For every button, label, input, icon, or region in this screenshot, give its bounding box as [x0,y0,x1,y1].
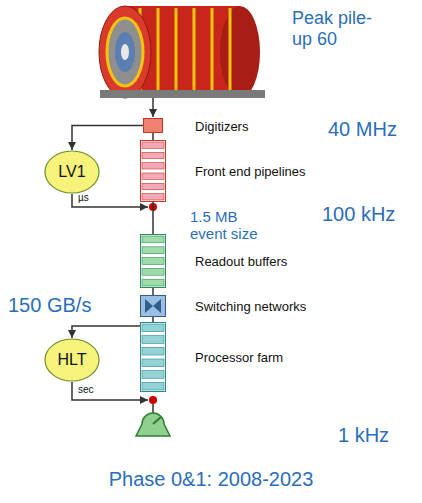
rate-note: 100 kHz [322,203,395,226]
trigger-dot [149,396,157,404]
node-outline [140,234,166,288]
rate-note: 150 GB/s [8,294,91,317]
data-flow-line [72,126,143,151]
rate-note: 1 kHz [338,424,389,447]
latency-note: sec [78,384,94,396]
pipeline-stack: Front end pipelines [140,140,166,202]
latency-note: µs [78,192,89,204]
node-outline [143,118,163,133]
trigger-name: LV1 [58,163,85,181]
farm-stack: Processor farm [140,322,166,392]
data-flow-line [72,326,140,338]
storage-pump [136,413,170,436]
data-flow-line [152,133,154,140]
trigger-name: HLT [57,351,86,369]
storage-wire [152,404,154,413]
rate-note: 40 MHz [328,118,397,141]
data-flow-line [152,317,154,322]
stage-name: Digitizers [195,118,248,133]
buffer-stack: Readout buffers [140,234,166,288]
trigger-ellipse: LV1 [44,150,100,194]
node-outline [140,140,166,202]
stage-name: Switching networks [195,299,306,314]
switch-box: Switching networks [140,295,166,317]
node-outline [140,322,166,392]
rate-note: Peak pile-up 60 [292,8,387,49]
data-flow-line [152,202,154,234]
stage-name: Front end pipelines [195,164,306,179]
readout-arrow [152,98,154,117]
stage-name: Readout buffers [195,254,287,269]
trigger-ellipse: HLT [44,338,100,382]
rate-note: 1.5 MB event size [190,208,272,243]
node-outline [140,295,166,317]
stage-name: Processor farm [195,350,283,365]
data-flow-line [72,382,148,400]
cms-detector [99,6,265,98]
digitizer-box: Digitizers [143,118,163,133]
data-flow-line [152,288,154,295]
figure-caption: Phase 0&1: 2008-2023 [0,468,422,491]
